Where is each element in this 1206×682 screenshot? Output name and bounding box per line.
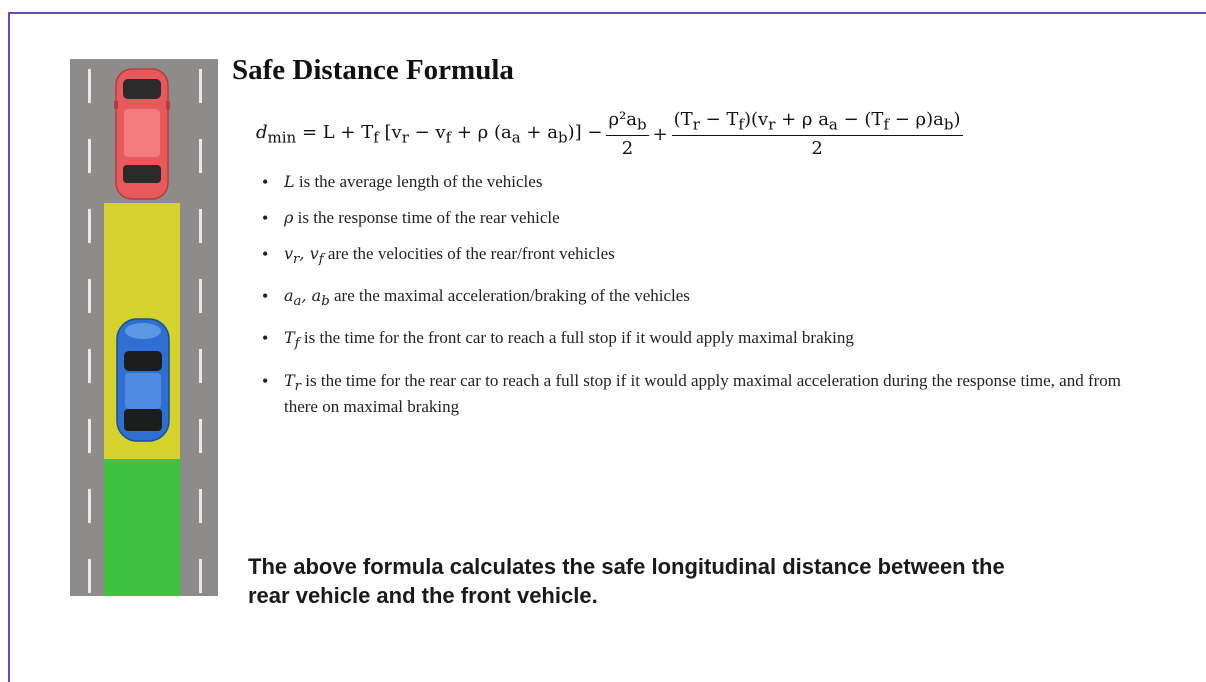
lane-marking [88,209,91,243]
formula-fraction-1: ρ²ab 2 [606,108,649,160]
lane-marking [88,559,91,593]
lane-marking [199,279,202,313]
red-car-icon [114,68,170,200]
lane-marking [88,349,91,383]
safe-distance-formula: dmin = L + Tf [vr − vf + ρ (aa + ab)] − … [256,108,963,160]
lane-marking [88,419,91,453]
formula-caption: The above formula calculates the safe lo… [248,554,1005,608]
lane-marking [199,489,202,523]
lane-marking [199,349,202,383]
lane-marking [199,69,202,103]
blue-car-icon [116,318,170,442]
lane-marking [88,279,91,313]
lane-marking [88,489,91,523]
lane-marking [199,209,202,243]
lane-marking [199,139,202,173]
lane-marking [199,559,202,593]
list-item: Tr is the time for the rear car to reach… [262,371,1122,417]
lane-marking [88,69,91,103]
list-item: L is the average length of the vehicles [262,172,1122,192]
slide-title: Safe Distance Formula [232,54,514,86]
lane-marking [199,419,202,453]
road-illustration [70,59,218,596]
safe-zone [104,459,180,596]
list-item: vr, vf are the velocities of the rear/fr… [262,244,1122,270]
lane-marking [88,139,91,173]
variable-definitions: L is the average length of the vehicles … [262,172,1122,433]
list-item: Tf is the time for the front car to reac… [262,328,1122,354]
list-item: ρ is the response time of the rear vehic… [262,208,1122,228]
list-item: aa, ab are the maximal acceleration/brak… [262,286,1122,312]
formula-fraction-2: (Tr − Tf)(vr + ρ aa − (Tf − ρ)ab) 2 [671,108,963,160]
slide-frame [8,12,1206,682]
